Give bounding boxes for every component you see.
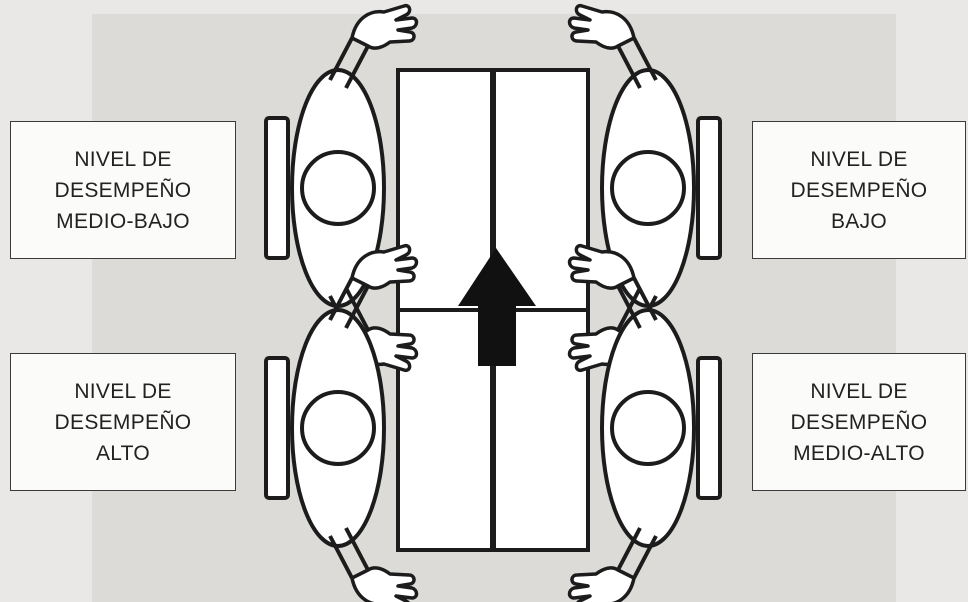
desk-bottom-left xyxy=(396,308,494,552)
label-line: NIVEL DE xyxy=(810,147,908,171)
label-medio-bajo: NIVEL DE DESEMPEÑO MEDIO-BAJO xyxy=(10,121,236,259)
label-line: DESEMPEÑO xyxy=(54,410,192,434)
desk-top-left xyxy=(396,68,494,312)
label-line: NIVEL DE xyxy=(74,379,172,403)
desks xyxy=(396,68,590,552)
label-line: NIVEL DE xyxy=(810,379,908,403)
label-bajo: NIVEL DE DESEMPEÑO BAJO xyxy=(752,121,966,259)
up-arrow-icon xyxy=(458,248,536,366)
label-line: DESEMPEÑO xyxy=(790,178,928,202)
label-line: DESEMPEÑO xyxy=(790,410,928,434)
label-alto: NIVEL DE DESEMPEÑO ALTO xyxy=(10,353,236,491)
label-line: NIVEL DE xyxy=(74,147,172,171)
label-line: DESEMPEÑO xyxy=(54,178,192,202)
label-medio-alto: NIVEL DE DESEMPEÑO MEDIO-ALTO xyxy=(752,353,966,491)
label-line: MEDIO-BAJO xyxy=(56,209,190,233)
label-line: BAJO xyxy=(830,209,888,233)
label-line: MEDIO-ALTO xyxy=(793,441,925,465)
label-line: ALTO xyxy=(95,441,151,465)
